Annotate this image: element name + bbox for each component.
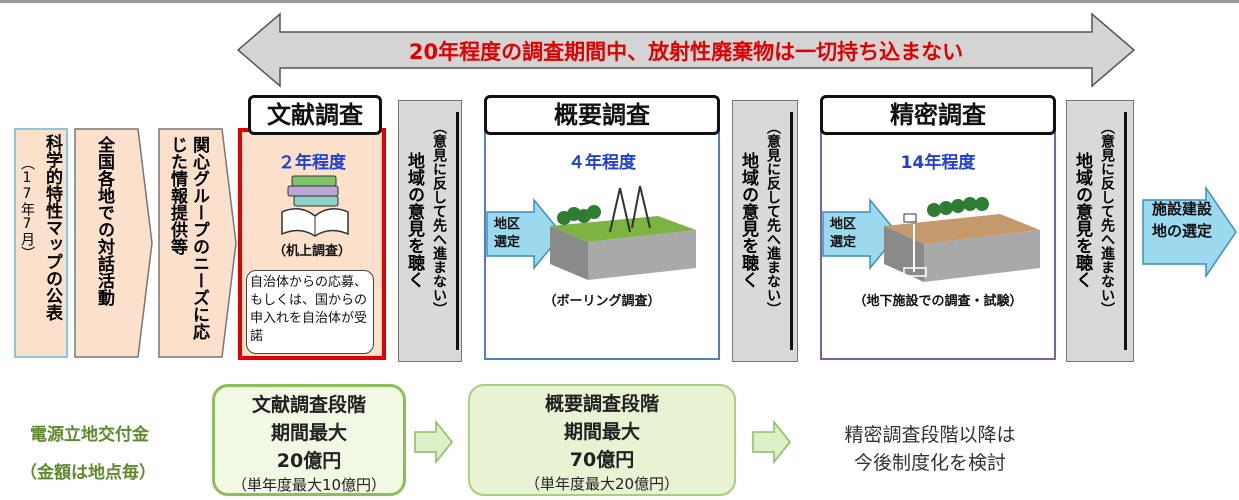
grant-line1: 電源立地交付金 bbox=[30, 425, 149, 445]
info-provision-label: 関心グループのニーズに応じた情報提供等 bbox=[167, 136, 209, 340]
stage3-caption: （地下施設での調査・試験） bbox=[853, 294, 1023, 309]
stage1-note: 自治体からの応募、もしくは、国からの申入れを自治体が受諾 bbox=[246, 270, 374, 354]
select-arrow-1 bbox=[486, 198, 563, 270]
double-arrow bbox=[236, 12, 1136, 88]
summary3-line1: 精密調査段階以降は bbox=[844, 424, 1016, 446]
map-publish-date: （17年7月） bbox=[19, 156, 35, 260]
stage2-title: 概要調査 bbox=[484, 95, 720, 135]
summary-stage1: 文献調査段階 期間最大 20億円 （単年度最大10億円） bbox=[212, 384, 406, 496]
listen-3-sub: （意見に反して先へ進まない） bbox=[1099, 120, 1115, 316]
summary2-period: 期間最大 bbox=[563, 421, 640, 443]
underground-facility-icon bbox=[884, 197, 1040, 282]
listen-2-main: 地域の意見を聴く bbox=[738, 152, 758, 288]
listen-2-bar bbox=[790, 112, 793, 350]
summary1-period: 期間最大 bbox=[270, 422, 347, 444]
summary1-amount: 20億円 bbox=[276, 450, 342, 472]
green-arrow-1 bbox=[414, 420, 453, 464]
stage2-caption: （ボーリング調査） bbox=[543, 294, 661, 309]
stage1-caption: （机上調査） bbox=[272, 244, 351, 259]
summary3-line2: 今後制度化を検討 bbox=[853, 452, 1006, 474]
final-site-label: 施設建設地の選定 bbox=[1152, 200, 1213, 240]
stage2-duration: ４年程度 bbox=[568, 153, 636, 173]
map-publish-box: 科学的特性マップの公表 （17年7月） bbox=[14, 128, 68, 358]
stage3-title: 精密調査 bbox=[820, 95, 1056, 135]
select-label-2: 地区選定 bbox=[830, 217, 857, 250]
listen-1-main: 地域の意見を聴く bbox=[404, 152, 424, 288]
listen-3-bar bbox=[1124, 112, 1127, 350]
listen-column-2 bbox=[732, 100, 798, 362]
top-rule bbox=[0, 0, 1239, 3]
books-icon bbox=[281, 175, 349, 237]
grant-line2: （金額は地点毎） bbox=[20, 463, 156, 483]
listen-3-main: 地域の意見を聴く bbox=[1072, 152, 1092, 288]
summary1-annual: （単年度最大10億円） bbox=[231, 476, 387, 494]
listen-1-bar bbox=[456, 112, 459, 350]
boring-ground-icon bbox=[550, 185, 696, 280]
final-site-arrow bbox=[1142, 186, 1237, 278]
stage1-title: 文献調査 bbox=[248, 95, 382, 135]
stage1-duration: ２年程度 bbox=[278, 153, 346, 173]
dialogue-activity-label: 全国各地での対話活動 bbox=[94, 136, 114, 306]
listen-2-sub: （意見に反して先へ進まない） bbox=[765, 120, 781, 316]
summary2-title: 概要調査段階 bbox=[544, 393, 659, 415]
select-label-1: 地区選定 bbox=[494, 217, 521, 250]
summary2-annual: （単年度最大20億円） bbox=[524, 475, 680, 493]
summary-stage2: 概要調査段階 期間最大 70億円 （単年度最大20億円） bbox=[468, 384, 736, 496]
chevron-arrow-2 bbox=[158, 128, 237, 358]
chevron-arrow-1 bbox=[74, 128, 153, 358]
top-arrow-text: 20年程度の調査期間中、放射性廃棄物は一切持ち込まない bbox=[408, 40, 964, 64]
map-publish-label: 科学的特性マップの公表 bbox=[42, 134, 62, 321]
listen-1-sub: （意見に反して先へ進まない） bbox=[431, 120, 447, 316]
green-arrow-2 bbox=[752, 420, 791, 464]
summary1-title: 文献調査段階 bbox=[251, 394, 366, 416]
listen-column-3 bbox=[1066, 100, 1134, 362]
listen-column-1 bbox=[398, 100, 462, 362]
stage3-duration: 14年程度 bbox=[900, 153, 976, 173]
summary2-amount: 70億円 bbox=[569, 449, 635, 471]
